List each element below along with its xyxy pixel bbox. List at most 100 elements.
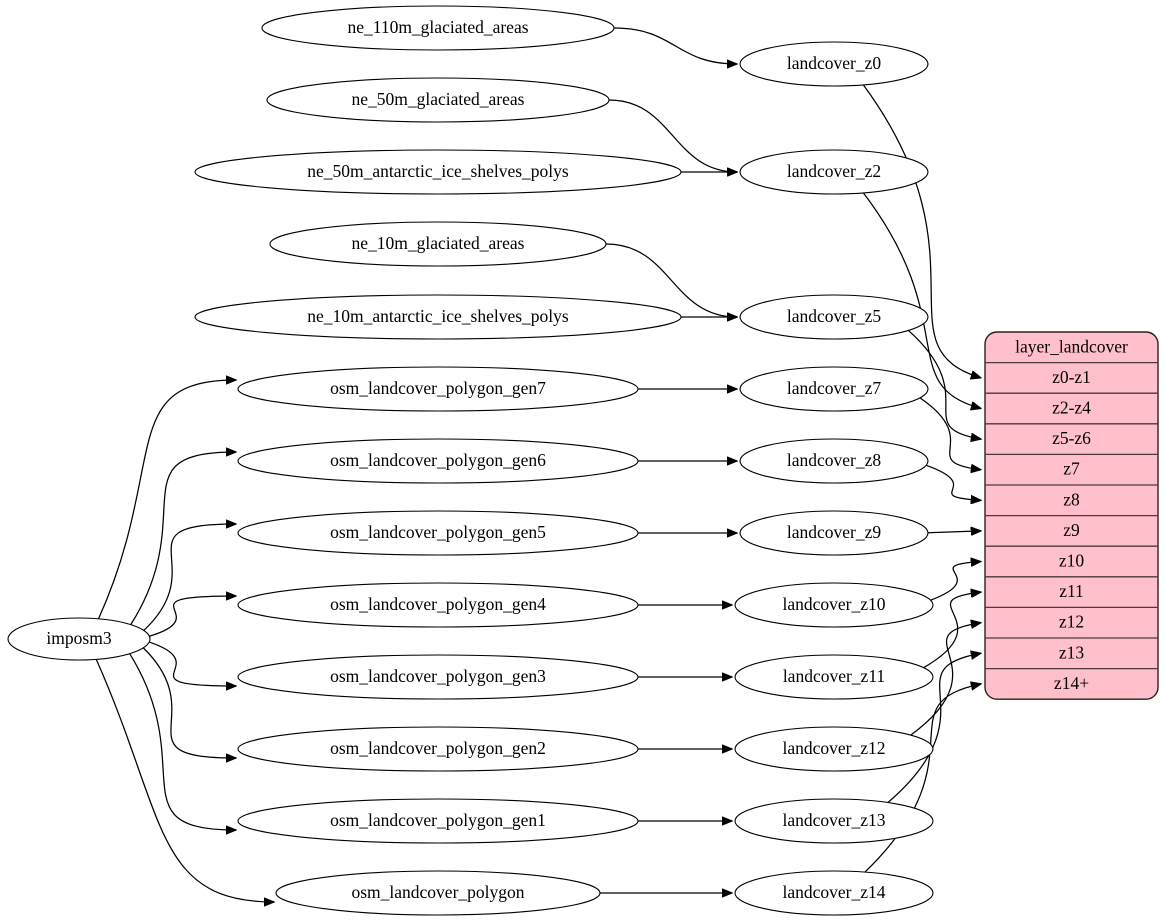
edge-landcover_z11-to-row-z11 (923, 592, 981, 669)
table-row-z0-z1[interactable]: z0-z1 (1052, 367, 1091, 387)
node-ellipse (734, 798, 934, 844)
node-osm_landcover_polygon_gen6[interactable]: osm_landcover_polygon_gen6 (237, 438, 639, 484)
edge-ne_110m_glaciated_areas-to-landcover_z0 (613, 27, 737, 64)
edge-imposm3-to-osm_landcover_polygon_gen2 (142, 647, 236, 758)
edge-landcover_z2-to-row-z2-z4 (862, 192, 981, 409)
node-ellipse (237, 510, 639, 556)
node-ellipse (261, 5, 615, 51)
node-imposm3[interactable]: imposm3 (7, 617, 151, 661)
edge-imposm3-to-osm_landcover_polygon_gen3 (149, 641, 236, 686)
node-ne_50m_antarctic_ice_shelves_polys[interactable]: ne_50m_antarctic_ice_shelves_polys (194, 149, 682, 195)
table-row-z10[interactable]: z10 (1059, 551, 1085, 571)
edge-imposm3-to-osm_landcover_polygon_gen5 (143, 524, 236, 631)
edge-landcover_z8-to-row-z8 (925, 464, 981, 500)
node-label: ne_110m_glaciated_areas (347, 17, 528, 37)
edge-imposm3-to-osm_landcover_polygon (95, 659, 274, 902)
table-row-z11[interactable]: z11 (1059, 581, 1084, 601)
node-osm_landcover_polygon_gen4[interactable]: osm_landcover_polygon_gen4 (237, 582, 639, 628)
table-row-z9[interactable]: z9 (1063, 520, 1080, 540)
node-landcover_z9[interactable]: landcover_z9 (739, 510, 929, 556)
node-ne_50m_glaciated_areas[interactable]: ne_50m_glaciated_areas (266, 77, 610, 123)
table-row-z8[interactable]: z8 (1063, 489, 1080, 509)
node-label: osm_landcover_polygon_gen6 (330, 450, 546, 470)
node-label: landcover_z0 (787, 53, 882, 73)
node-osm_landcover_polygon[interactable]: osm_landcover_polygon (275, 870, 601, 916)
node-ellipse (194, 294, 682, 340)
edge-landcover_z12-to-row-z12 (910, 623, 981, 736)
node-ellipse (237, 366, 639, 412)
node-osm_landcover_polygon_gen5[interactable]: osm_landcover_polygon_gen5 (237, 510, 639, 556)
node-label: ne_10m_antarctic_ice_shelves_polys (307, 306, 569, 326)
node-ellipse (734, 726, 934, 772)
node-label: landcover_z12 (782, 738, 885, 758)
node-osm_landcover_polygon_gen1[interactable]: osm_landcover_polygon_gen1 (237, 798, 639, 844)
node-ellipse (734, 654, 934, 700)
node-ellipse (194, 149, 682, 195)
node-landcover_z13[interactable]: landcover_z13 (734, 798, 934, 844)
node-label: landcover_z5 (787, 306, 882, 326)
node-ellipse (237, 726, 639, 772)
node-ellipse (269, 221, 607, 267)
table-row-z2-z4[interactable]: z2-z4 (1052, 398, 1091, 418)
node-ellipse (237, 438, 639, 484)
node-label: landcover_z9 (787, 522, 882, 542)
edge-ne_50m_glaciated_areas-to-landcover_z2 (608, 99, 737, 172)
node-label: landcover_z7 (787, 378, 882, 398)
node-ellipse (734, 582, 934, 628)
node-ne_110m_glaciated_areas[interactable]: ne_110m_glaciated_areas (261, 5, 615, 51)
layer-landcover-table: layer_landcover z0-z1 z2-z4 z5-z6 z7 z8 z9 z10 z… (984, 331, 1159, 700)
node-label: osm_landcover_polygon_gen4 (330, 594, 546, 614)
node-label: osm_landcover_polygon_gen3 (330, 666, 546, 686)
node-landcover_z10[interactable]: landcover_z10 (734, 582, 934, 628)
table-row-z5-z6[interactable]: z5-z6 (1052, 428, 1091, 448)
node-osm_landcover_polygon_gen7[interactable]: osm_landcover_polygon_gen7 (237, 366, 639, 412)
node-landcover_z5[interactable]: landcover_z5 (739, 294, 929, 340)
node-osm_landcover_polygon_gen2[interactable]: osm_landcover_polygon_gen2 (237, 726, 639, 772)
node-label: imposm3 (46, 628, 111, 648)
node-ellipse (739, 149, 929, 195)
node-landcover_z2[interactable]: landcover_z2 (739, 149, 929, 195)
table-row-z13[interactable]: z13 (1059, 642, 1085, 662)
node-osm_landcover_polygon_gen3[interactable]: osm_landcover_polygon_gen3 (237, 654, 639, 700)
node-landcover_z7[interactable]: landcover_z7 (739, 366, 929, 412)
edge-imposm3-to-osm_landcover_polygon_gen1 (129, 653, 236, 830)
node-label: landcover_z14 (782, 882, 885, 902)
node-label: osm_landcover_polygon (351, 882, 524, 902)
node-ellipse (739, 510, 929, 556)
node-ellipse (237, 798, 639, 844)
node-ellipse (275, 870, 601, 916)
node-label: landcover_z2 (787, 161, 881, 181)
node-landcover_z0[interactable]: landcover_z0 (739, 41, 929, 87)
edge-ne_10m_glaciated_areas-to-landcover_z5 (605, 243, 737, 317)
node-label: landcover_z10 (782, 594, 885, 614)
node-ne_10m_glaciated_areas[interactable]: ne_10m_glaciated_areas (269, 221, 607, 267)
node-ellipse (739, 366, 929, 412)
node-label: landcover_z13 (782, 810, 885, 830)
edge-layer (95, 27, 981, 902)
table-row-z7[interactable]: z7 (1063, 459, 1080, 479)
layer-table-group[interactable]: layer_landcover z0-z1 z2-z4 z5-z6 z7 z8 z9 z10 z… (984, 331, 1159, 700)
node-ellipse (739, 438, 929, 484)
node-label: ne_10m_glaciated_areas (352, 233, 525, 253)
node-ellipse (237, 582, 639, 628)
node-landcover_z8[interactable]: landcover_z8 (739, 438, 929, 484)
node-layer: ne_110m_glaciated_areas ne_50m_glaciated_… (7, 5, 934, 916)
node-label: osm_landcover_polygon_gen7 (330, 378, 546, 398)
edge-imposm3-to-osm_landcover_polygon_gen7 (97, 380, 236, 620)
edge-landcover_z7-to-row-z7 (919, 397, 981, 470)
node-ellipse (739, 41, 929, 87)
node-landcover_z14[interactable]: landcover_z14 (734, 870, 934, 916)
node-ne_10m_antarctic_ice_shelves_polys[interactable]: ne_10m_antarctic_ice_shelves_polys (194, 294, 682, 340)
edge-landcover_z14-to-row-z14+ (864, 684, 981, 873)
table-row-z12[interactable]: z12 (1059, 612, 1084, 632)
node-label: ne_50m_glaciated_areas (352, 89, 525, 109)
edge-imposm3-to-osm_landcover_polygon_gen6 (130, 452, 236, 625)
node-label: landcover_z8 (787, 450, 882, 470)
table-row-z14+[interactable]: z14+ (1054, 673, 1089, 693)
node-landcover_z12[interactable]: landcover_z12 (734, 726, 934, 772)
table-header-label: layer_landcover (1015, 336, 1128, 356)
node-landcover_z11[interactable]: landcover_z11 (734, 654, 934, 700)
edge-landcover_z9-to-row-z9 (927, 531, 981, 533)
